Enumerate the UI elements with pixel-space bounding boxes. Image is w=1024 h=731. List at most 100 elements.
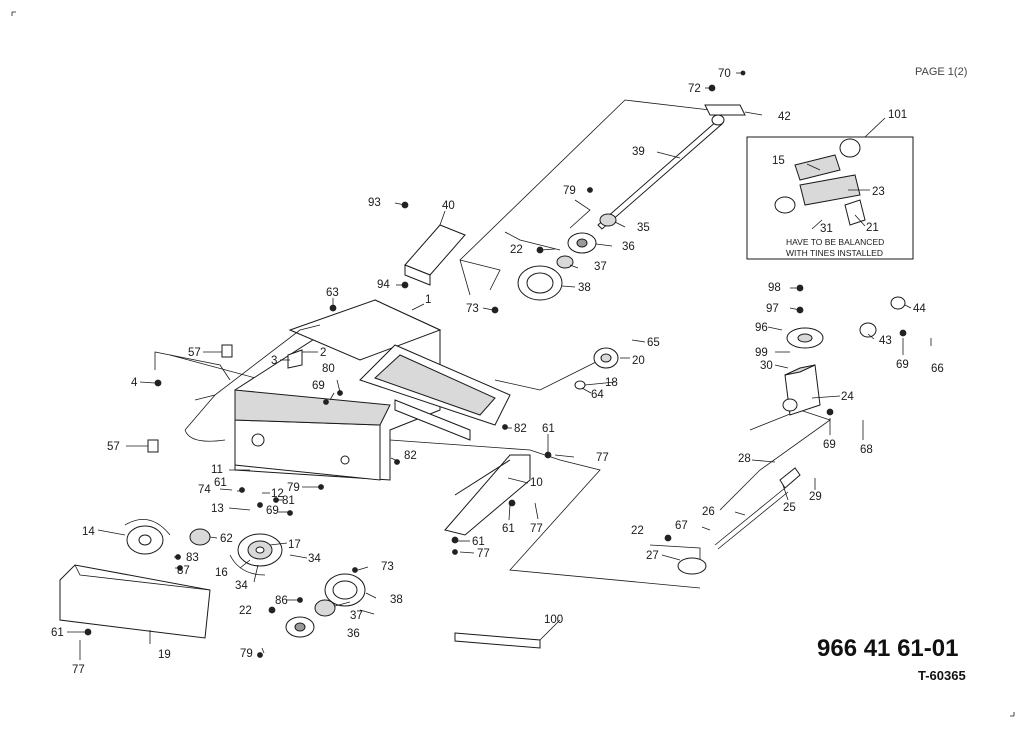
label-part-40: 40	[442, 200, 455, 212]
label-part-69-a: 69	[312, 380, 325, 392]
label-part-14: 14	[82, 526, 95, 538]
label-part-77-c: 77	[477, 548, 490, 560]
label-part-22-right: 22	[631, 525, 644, 537]
label-part-63: 63	[326, 287, 339, 299]
rear-cover-19	[59, 564, 211, 639]
drive-pulleys	[189, 528, 283, 576]
label-part-22-upper: 22	[510, 244, 523, 256]
label-part-25: 25	[783, 502, 796, 514]
label-part-37-upper: 37	[594, 261, 607, 273]
label-part-18: 18	[605, 377, 618, 389]
label-part-31: 31	[820, 223, 833, 235]
label-part-70: 70	[718, 68, 731, 80]
label-part-62: 62	[220, 533, 233, 545]
label-part-35: 35	[637, 222, 650, 234]
label-part-65: 65	[647, 337, 660, 349]
label-part-11: 11	[211, 464, 223, 476]
label-part-12: 12	[271, 488, 284, 500]
side-arm-bracket	[359, 344, 511, 441]
label-part-22-lower: 22	[239, 605, 252, 617]
label-part-26: 26	[702, 506, 715, 518]
label-part-34-right: 34	[308, 553, 321, 565]
label-part-2: 2	[320, 347, 326, 359]
label-part-38-lower: 38	[390, 594, 403, 606]
label-part-74: 74	[198, 484, 211, 496]
drive-shaft-39	[597, 104, 746, 230]
label-part-39: 39	[632, 146, 645, 158]
label-part-36-lower: 36	[347, 628, 360, 640]
upper-bearing-group	[517, 232, 597, 301]
label-part-24: 24	[841, 391, 854, 403]
label-part-29: 29	[809, 491, 822, 503]
label-part-36-upper: 36	[622, 241, 635, 253]
assembly-guide-lines	[154, 99, 831, 589]
label-part-79-b: 79	[240, 648, 253, 660]
tine-strip-100	[454, 619, 561, 649]
label-part-13: 13	[211, 503, 224, 515]
label-part-43: 43	[879, 335, 892, 347]
label-part-82-a: 82	[514, 423, 527, 435]
label-part-15: 15	[772, 155, 785, 167]
label-part-64: 64	[591, 389, 604, 401]
label-part-69-d: 69	[823, 439, 836, 451]
label-part-98: 98	[768, 282, 781, 294]
label-part-20: 20	[632, 355, 645, 367]
label-part-80: 80	[322, 363, 335, 375]
part-labels: 1 2 3 4 10 11 12 13 14 15 16 17 18 19 20…	[51, 68, 944, 676]
label-part-27: 27	[646, 550, 659, 562]
label-part-44: 44	[913, 303, 926, 315]
label-part-57-lower: 57	[107, 441, 120, 453]
label-part-57-upper: 57	[188, 347, 201, 359]
label-part-72: 72	[688, 83, 701, 95]
label-part-3: 3	[271, 355, 277, 367]
label-part-69-b: 69	[896, 359, 909, 371]
label-part-79-c: 79	[563, 185, 576, 197]
label-part-101: 101	[888, 109, 907, 121]
label-part-79-a: 79	[287, 482, 300, 494]
label-part-94: 94	[377, 279, 390, 291]
label-part-19: 19	[158, 649, 171, 661]
label-part-30: 30	[760, 360, 773, 372]
label-part-87: 87	[177, 565, 190, 577]
label-part-97: 97	[766, 303, 779, 315]
label-part-69-c: 69	[266, 505, 279, 517]
label-part-99: 99	[755, 347, 768, 359]
side-cover-plate	[444, 454, 531, 536]
gearbox-24	[677, 296, 906, 575]
label-part-81: 81	[282, 495, 295, 507]
belt-pulley-14	[124, 518, 171, 555]
page-label: PAGE 1(2)	[915, 66, 967, 78]
label-part-66: 66	[931, 363, 944, 375]
label-part-73-upper: 73	[466, 303, 479, 315]
label-part-1: 1	[425, 294, 431, 306]
label-part-83: 83	[186, 552, 199, 564]
label-part-23: 23	[872, 186, 885, 198]
drawing-number: T-60365	[918, 668, 966, 683]
label-part-61-a: 61	[542, 423, 555, 435]
label-part-61-b: 61	[502, 523, 515, 535]
label-part-67: 67	[675, 520, 688, 532]
corner-mark-bottom-right	[1010, 712, 1015, 717]
label-part-34-lower: 34	[235, 580, 248, 592]
main-housing	[184, 299, 442, 481]
label-part-93: 93	[368, 197, 381, 209]
label-part-77-b: 77	[530, 523, 543, 535]
idler-pulley-20	[574, 347, 619, 390]
label-part-28: 28	[738, 453, 751, 465]
label-part-77-a: 77	[596, 452, 609, 464]
label-part-73-lower: 73	[381, 561, 394, 573]
corner-mark-top-left	[11, 11, 16, 16]
top-bracket-40	[404, 224, 466, 286]
label-part-4: 4	[131, 377, 138, 389]
label-part-38-upper: 38	[578, 282, 591, 294]
balance-note-line-2: WITH TINES INSTALLED	[786, 248, 883, 258]
label-part-68: 68	[860, 444, 873, 456]
label-part-16: 16	[215, 567, 228, 579]
label-part-61-c: 61	[472, 536, 485, 548]
leader-lines	[67, 72, 932, 660]
part-number: 966 41 61-01	[817, 635, 958, 662]
label-part-86: 86	[275, 595, 288, 607]
label-part-82-b: 82	[404, 450, 417, 462]
detail-box-101	[746, 117, 914, 260]
